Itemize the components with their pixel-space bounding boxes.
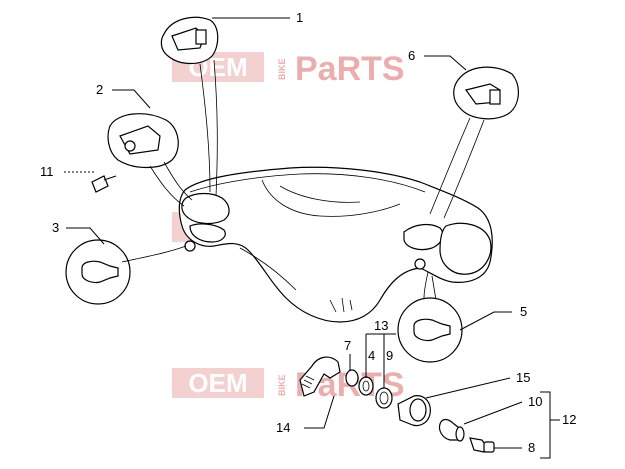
part-5-bulb-holder bbox=[397, 271, 463, 363]
left-connector-hole bbox=[184, 240, 196, 252]
callout-8: 8 bbox=[528, 440, 535, 455]
leader-line-15 bbox=[425, 377, 511, 399]
leader-line-14 bbox=[304, 395, 335, 429]
part-4-ring bbox=[358, 376, 374, 396]
watermark-right-text: PaRTS bbox=[295, 50, 405, 88]
leader-line-3 bbox=[66, 227, 105, 245]
callout-6: 6 bbox=[408, 48, 415, 63]
leader-line-2 bbox=[112, 89, 151, 109]
callout-12: 12 bbox=[562, 412, 576, 427]
part-1-switch bbox=[160, 16, 219, 197]
watermark-box bbox=[172, 368, 264, 398]
callout-11: 11 bbox=[40, 164, 54, 179]
watermark-left-text: OEM bbox=[188, 368, 247, 398]
watermark-middle-text: BIKE bbox=[277, 58, 287, 80]
part-8-bulb bbox=[469, 437, 495, 453]
part-6-switch bbox=[429, 66, 519, 219]
callout-13: 13 bbox=[374, 318, 388, 333]
callout-14: 14 bbox=[276, 420, 290, 435]
part-9-ring bbox=[375, 387, 393, 409]
right-connector-hole bbox=[414, 258, 426, 270]
callout-2: 2 bbox=[96, 82, 103, 97]
callout-4: 4 bbox=[368, 348, 375, 363]
part-2-switch bbox=[107, 113, 193, 207]
part-3-bulb-holder bbox=[65, 239, 187, 305]
callout-5: 5 bbox=[520, 304, 527, 319]
handlebar-cover bbox=[178, 166, 493, 323]
part-14-elbow-fitting bbox=[299, 356, 341, 397]
leader-line-5 bbox=[459, 311, 512, 331]
bracket-12 bbox=[540, 391, 551, 459]
callout-9: 9 bbox=[386, 348, 393, 363]
part-15-bushing bbox=[397, 395, 431, 427]
watermark-top: OEM BIKE PaRTS bbox=[172, 50, 405, 88]
part-7-ring bbox=[345, 369, 359, 387]
callout-10: 10 bbox=[528, 394, 542, 409]
watermark-middle-text: BIKE bbox=[277, 374, 287, 396]
part-10-bulb bbox=[438, 418, 465, 442]
callout-7: 7 bbox=[344, 338, 351, 353]
callout-3: 3 bbox=[52, 220, 59, 235]
part-11-screw bbox=[91, 175, 117, 193]
callout-1: 1 bbox=[296, 10, 303, 25]
leader-line-10 bbox=[463, 401, 523, 425]
leader-line-6 bbox=[424, 55, 467, 71]
callout-15: 15 bbox=[516, 370, 530, 385]
